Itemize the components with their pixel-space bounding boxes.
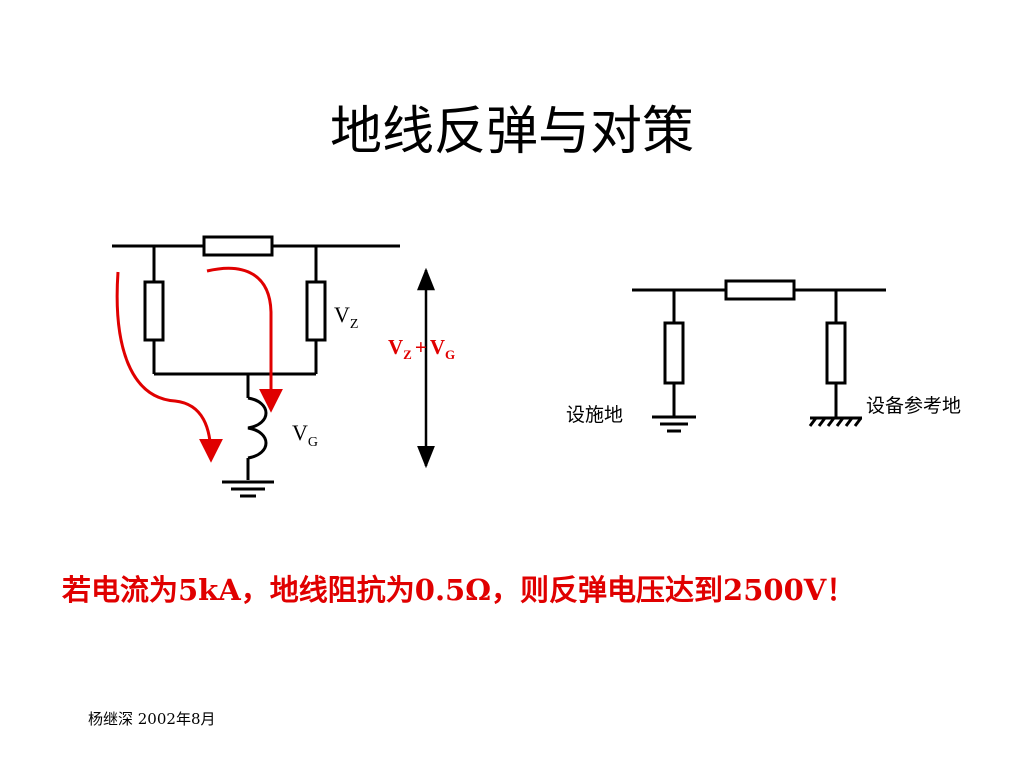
facility-ground-label: 设施地 xyxy=(566,404,623,426)
ground-symbol-left xyxy=(222,480,274,498)
vg-label: VG xyxy=(292,420,318,450)
left-shunt-resistor xyxy=(143,280,165,342)
equipment-ground-label: 设备参考地 xyxy=(866,395,961,417)
right-shunt-resistor xyxy=(305,280,327,342)
series-resistor-right xyxy=(724,279,796,301)
footer-author-date: 杨继深 2002年8月 xyxy=(88,710,216,728)
vz-plus-vg-label: VZ+VG xyxy=(388,335,455,362)
right-circuit xyxy=(632,279,886,418)
conclusion-text: 若电流为5kA，地线阻抗为0.5Ω，则反弹电压达到2500V！ xyxy=(62,573,856,607)
vz-label: VZ xyxy=(334,302,358,332)
facility-ground-symbol xyxy=(652,415,696,433)
current-path-right xyxy=(206,266,283,413)
chassis-ground-symbol xyxy=(808,416,863,427)
left-circuit xyxy=(112,235,400,480)
equipment-shunt-resistor xyxy=(825,321,847,385)
facility-shunt-resistor xyxy=(663,321,685,385)
current-path-left xyxy=(115,271,223,463)
series-resistor xyxy=(202,235,274,257)
ground-inductor xyxy=(247,396,268,460)
slide-title: 地线反弹与对策 xyxy=(329,102,694,162)
